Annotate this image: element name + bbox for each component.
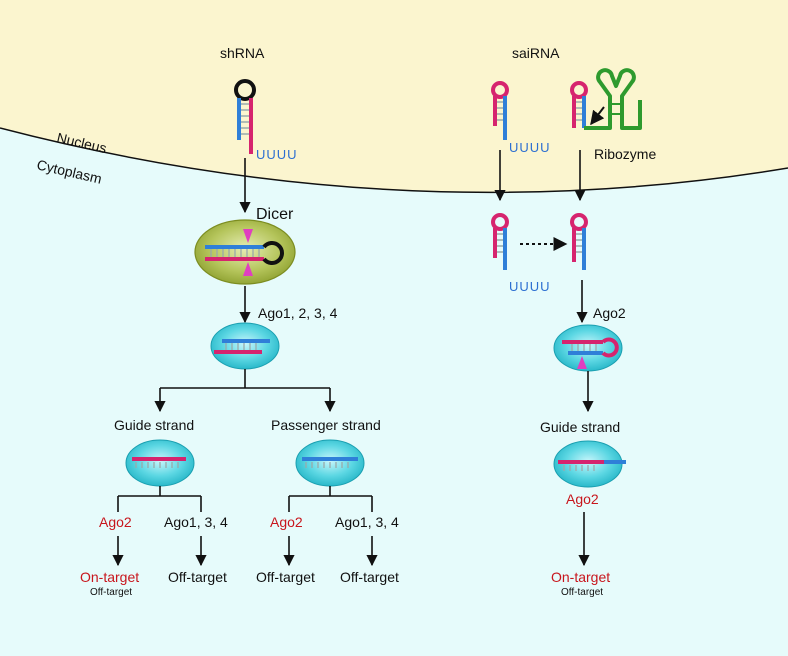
ago2-label: Ago2 [593,305,626,321]
passenger-ago134-label: Ago1, 3, 4 [335,514,399,530]
passenger-ago2-label: Ago2 [270,514,303,530]
guide-split-bracket [117,486,202,512]
dicer-label: Dicer [256,206,294,223]
right-on-target: On-target [551,569,610,585]
left-on-target-sub: Off-target [90,587,132,598]
sairna-hairpin-1 [491,81,509,140]
ago-all-label: Ago1, 2, 3, 4 [258,305,338,321]
sairna-uuuu-1: UUUU [509,140,551,155]
shrna-uuuu: UUUU [256,147,298,162]
cytoplasm-label: Cytoplasm [35,156,103,186]
right-guide-strand-label: Guide strand [540,419,620,435]
nuclear-membrane [0,127,788,194]
ago-guide-left [125,439,195,487]
shrna-title: shRNA [220,45,265,61]
left-off-target-2: Off-target [256,569,315,585]
strand-branch [154,369,336,413]
sairna-title: saiRNA [512,45,560,61]
sairna-uuuu-2: UUUU [509,279,551,294]
ribozyme-label: Ribozyme [594,146,656,162]
sairna-hairpin-2 [491,213,509,270]
guide-ago134-label: Ago1, 3, 4 [164,514,228,530]
right-on-target-sub: Off-target [561,587,603,598]
ribozyme-cleavage-arrow [590,106,605,126]
right-ago2-red: Ago2 [566,491,599,507]
shrna-hairpin [234,79,256,154]
left-off-target-3: Off-target [340,569,399,585]
left-guide-strand-label: Guide strand [114,417,194,433]
guide-ago2-label: Ago2 [99,514,132,530]
ago-complex-duplex [210,322,280,370]
ago-guide-right [553,440,626,488]
dicer-complex [194,219,296,285]
left-off-target-1: Off-target [168,569,227,585]
passenger-strand-label: Passenger strand [271,417,381,433]
ribozyme-structure [584,68,642,130]
sairna-hairpin-ribozyme [570,81,588,128]
sairna-hairpin-3 [570,213,588,270]
ago2-complex-hairpin [553,324,623,372]
nucleus-region [0,0,788,193]
left-on-target: On-target [80,569,139,585]
ago-passenger [295,439,365,487]
passenger-split-bracket [288,486,373,512]
